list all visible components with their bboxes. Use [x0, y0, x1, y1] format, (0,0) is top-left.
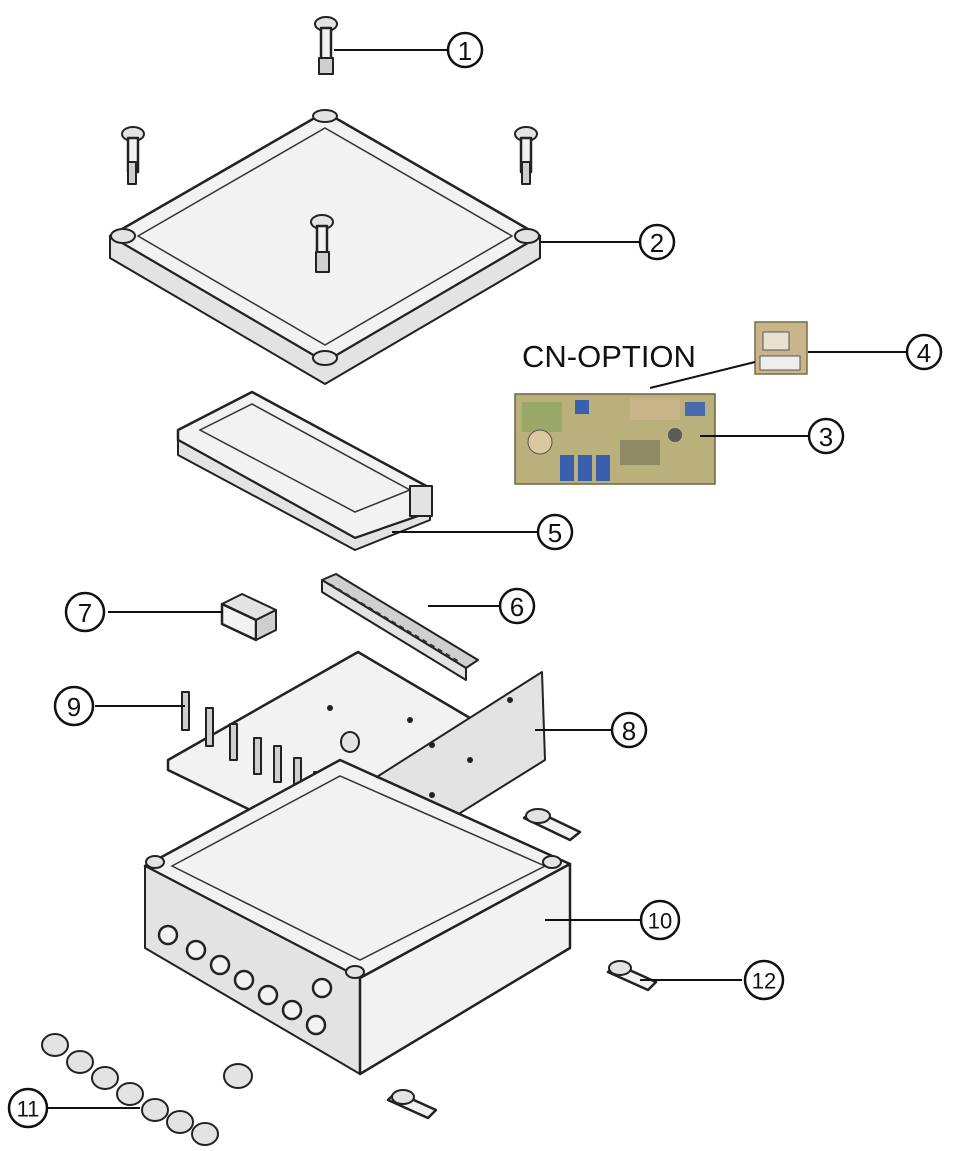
callout-10: 10 — [639, 899, 681, 941]
callout-11: 11 — [7, 1087, 49, 1129]
callout-7: 7 — [64, 591, 106, 633]
svg-text:6: 6 — [510, 592, 524, 622]
callout-12: 12 — [743, 959, 785, 1001]
callout-5: 5 — [536, 513, 574, 551]
bracket-b — [606, 960, 658, 992]
svg-text:5: 5 — [548, 518, 562, 548]
screw-left — [121, 126, 145, 185]
screw-center — [310, 214, 334, 273]
callout-1: 1 — [446, 31, 484, 69]
cable-glands — [41, 1033, 253, 1146]
main-pcb — [514, 393, 716, 485]
callout-4: 4 — [905, 333, 943, 371]
base-box — [143, 758, 572, 1076]
svg-text:7: 7 — [78, 598, 92, 628]
callout-6: 6 — [498, 587, 536, 625]
bracket-a — [522, 808, 582, 842]
screw-right — [514, 126, 538, 185]
pcb-tray — [176, 390, 433, 551]
terminal-block — [321, 573, 479, 681]
bracket-c — [386, 1089, 438, 1120]
cn-option-leader — [649, 361, 756, 389]
option-pcb — [754, 321, 808, 375]
callout-2: 2 — [638, 223, 676, 261]
svg-text:11: 11 — [17, 1097, 40, 1122]
cn-option-label: CN-OPTION — [522, 339, 696, 374]
callout-9: 9 — [53, 685, 95, 727]
svg-text:3: 3 — [819, 422, 833, 452]
small-connector — [220, 593, 277, 642]
callout-3: 3 — [807, 417, 845, 455]
screw-top — [314, 16, 338, 75]
svg-text:1: 1 — [458, 36, 472, 66]
svg-text:12: 12 — [752, 969, 776, 994]
svg-text:8: 8 — [622, 716, 636, 746]
svg-text:2: 2 — [650, 228, 664, 258]
callout-8: 8 — [610, 711, 648, 749]
svg-text:9: 9 — [67, 692, 81, 722]
svg-text:4: 4 — [917, 338, 931, 368]
svg-text:10: 10 — [648, 909, 672, 934]
